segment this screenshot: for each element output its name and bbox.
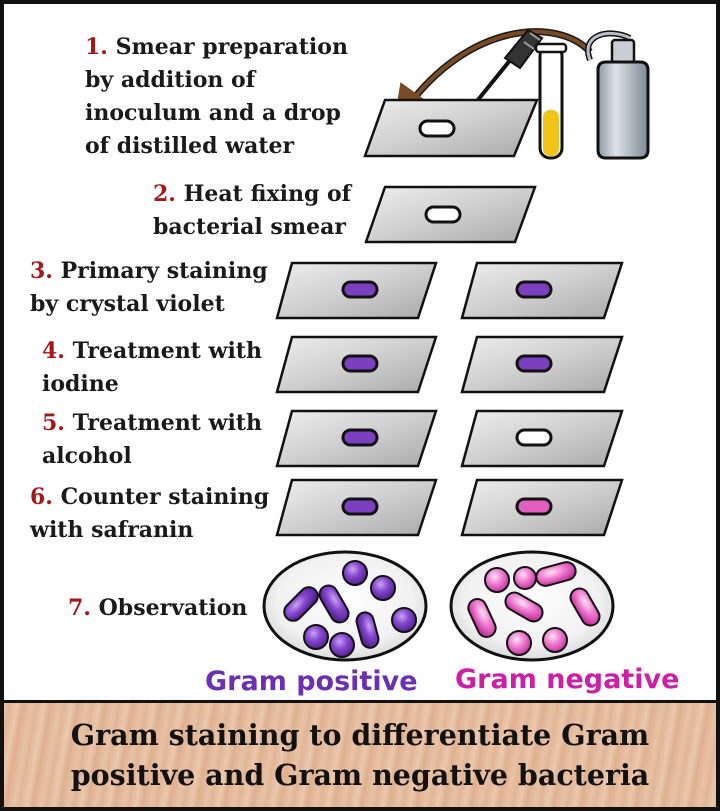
slide-step-4-negative xyxy=(460,335,624,394)
step-6-number: 6. xyxy=(30,484,53,510)
step-6-line-1: Counter staining xyxy=(60,484,270,510)
step-7-number: 7. xyxy=(68,595,91,621)
step-3-text: 3. Primary staining by crystal violet xyxy=(30,255,268,321)
step-2-number: 2. xyxy=(153,181,176,207)
step-2-text: 2. Heat fixing of bacterial smear xyxy=(153,178,351,244)
equipment-group xyxy=(393,28,650,160)
step-4-line-2: iodine xyxy=(42,371,119,397)
slide-step-5-positive xyxy=(275,409,438,468)
test-tube-icon xyxy=(534,42,568,160)
slide-step-3-positive xyxy=(275,261,438,320)
step-3-number: 3. xyxy=(30,258,53,284)
slide-step-3-negative xyxy=(460,261,624,320)
step-6-line-2: with safranin xyxy=(30,517,194,543)
step-5-line-2: alcohol xyxy=(42,443,132,469)
step-5-text: 5. Treatment with alcohol xyxy=(42,407,262,473)
slide-step-2 xyxy=(364,185,537,244)
slide-step-1 xyxy=(363,98,539,158)
slide-step-4-positive xyxy=(275,335,438,394)
step-1-line-1: Smear preparation xyxy=(115,34,348,60)
step-3-line-2: by crystal violet xyxy=(30,291,225,317)
step-5-line-1: Treatment with xyxy=(72,410,262,436)
slide-step-6-negative xyxy=(460,478,624,537)
step-1-line-4: of distilled water xyxy=(85,133,295,159)
step-7-line-1: Observation xyxy=(98,595,248,621)
step-1-number: 1. xyxy=(85,34,108,60)
step-6-text: 6. Counter staining with safranin xyxy=(30,481,269,547)
step-1-line-2: by addition of xyxy=(85,67,256,93)
step-5-number: 5. xyxy=(42,410,65,436)
observation-gram-negative xyxy=(449,550,615,662)
step-4-line-1: Treatment with xyxy=(72,338,262,364)
inoculating-loop-icon xyxy=(443,28,544,140)
gram-negative-label: Gram negative xyxy=(455,664,680,695)
step-4-number: 4. xyxy=(42,338,65,364)
transfer-arrow-icon-fill xyxy=(393,29,592,127)
gram-positive-label: Gram positive xyxy=(205,666,418,697)
caption-line-2: positive and Gram negative bacteria xyxy=(70,758,650,792)
slide-step-5-negative xyxy=(460,409,624,468)
step-4-text: 4. Treatment with iodine xyxy=(42,335,262,401)
observation-gram-positive xyxy=(262,550,428,662)
slides-gram-negative xyxy=(460,261,624,537)
step-1-text: 1. Smear preparation by addition of inoc… xyxy=(85,31,348,163)
step-1-line-3: inoculum and a drop xyxy=(85,100,341,126)
caption-text: Gram staining to differentiate Gram posi… xyxy=(4,715,716,795)
slides-gram-positive xyxy=(275,261,438,537)
caption-line-1: Gram staining to differentiate Gram xyxy=(70,718,650,752)
step-2-line-2: bacterial smear xyxy=(153,214,346,240)
slide-step-6-positive xyxy=(275,478,438,537)
wash-bottle-icon xyxy=(585,30,650,160)
caption-banner: Gram staining to differentiate Gram posi… xyxy=(4,700,716,807)
step-7-text: 7. Observation xyxy=(68,592,247,625)
step-2-line-1: Heat fixing of xyxy=(183,181,352,207)
step-3-line-1: Primary staining xyxy=(60,258,268,284)
